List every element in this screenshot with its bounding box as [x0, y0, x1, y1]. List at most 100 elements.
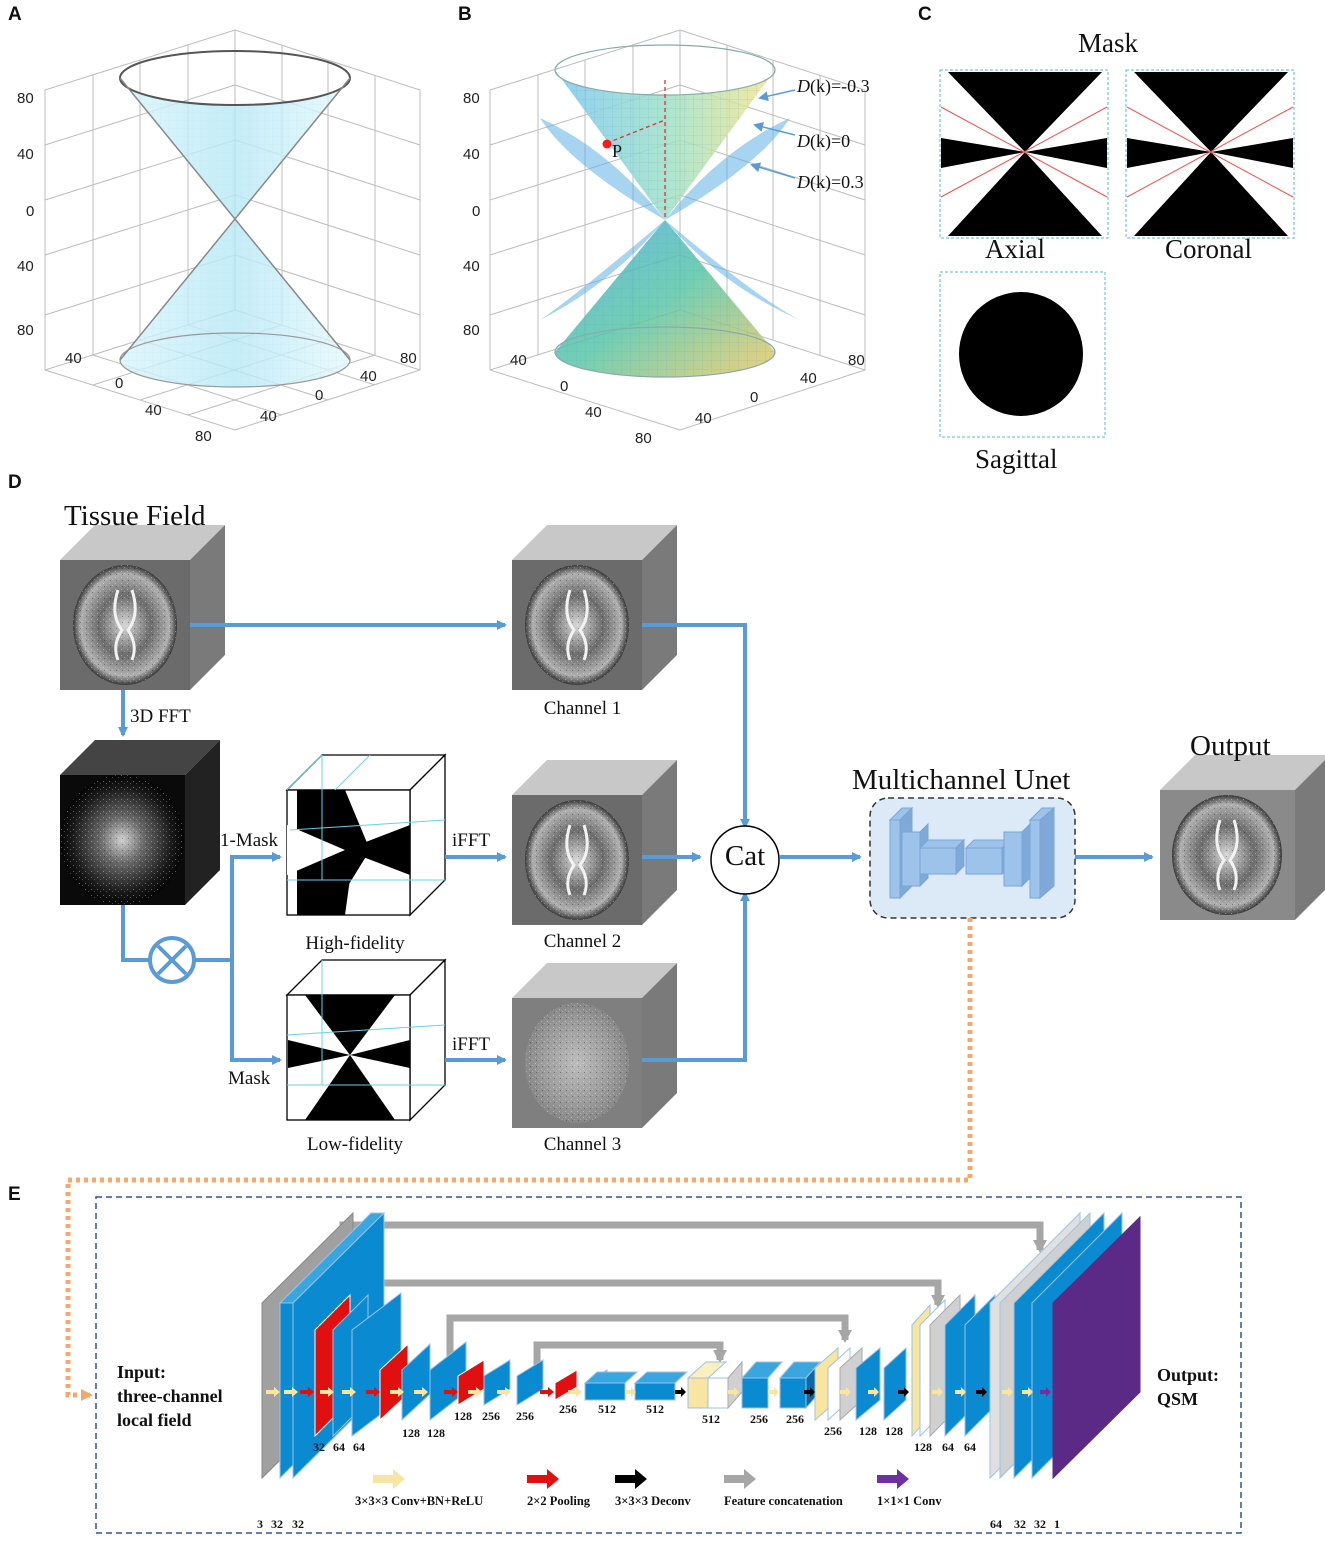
ifft-top-label: iFFT — [452, 830, 491, 851]
channel-number: 32 — [292, 1517, 304, 1531]
a-z-tick: 40 — [17, 258, 34, 275]
channel-number: 512 — [702, 1412, 720, 1426]
channel-number: 256 — [750, 1412, 768, 1426]
a-x-tick: 40 — [65, 350, 82, 367]
b-y-tick: 40 — [800, 370, 817, 387]
one-minus-mask-label: 1-Mask — [220, 830, 279, 851]
panel-b-label: B — [458, 4, 472, 25]
a-z-tick: 80 — [17, 322, 34, 339]
channel1-label: Channel 1 — [543, 698, 622, 719]
legend-conv-arrow — [373, 1469, 405, 1489]
mask-label: Mask — [228, 1068, 271, 1089]
fft-label: 3D FFT — [130, 706, 191, 727]
legend-concat-label: Feature concatenation — [724, 1494, 843, 1508]
channel-number: 64 — [353, 1440, 365, 1454]
input-line3: local field — [117, 1410, 192, 1430]
channel-number: 64 — [333, 1440, 345, 1454]
b-x-tick: 40 — [585, 404, 602, 421]
point-p-marker — [602, 139, 612, 149]
input-line2: three-channel — [117, 1386, 223, 1406]
output-line1: Output: — [1157, 1365, 1220, 1385]
dk-label-pos: D(k)=0.3 — [797, 172, 864, 192]
unet-title: Multichannel Unet — [852, 764, 1071, 796]
channel-number: 64 — [942, 1440, 954, 1454]
output-label: Output: QSM — [1157, 1363, 1219, 1411]
panel-d-label: D — [8, 472, 22, 493]
channel-number: 256 — [786, 1412, 804, 1426]
channel-number: 32 — [271, 1517, 283, 1531]
output-title: Output — [1190, 730, 1271, 762]
channel-number: 128 — [885, 1424, 903, 1438]
panel-b-plot — [489, 29, 866, 431]
legend-conv1-arrow — [877, 1469, 909, 1489]
a-x-tick: 40 — [145, 402, 162, 419]
mask-title: Mask — [1078, 28, 1138, 58]
cat-node — [710, 825, 780, 895]
b-y-tick: 0 — [750, 389, 759, 406]
a-z-tick: 0 — [26, 203, 35, 220]
b-x-tick: 0 — [560, 378, 569, 395]
axial-label: Axial — [985, 234, 1045, 264]
channel-number: 32 — [1014, 1517, 1026, 1531]
input-label: Input: three-channel local field — [117, 1360, 223, 1432]
channel-number: 32 — [1034, 1517, 1046, 1531]
channel-number: 64 — [990, 1517, 1002, 1531]
cat-label: Cat — [724, 840, 766, 872]
sagittal-label: Sagittal — [975, 444, 1058, 474]
tissue-field-title: Tissue Field — [64, 500, 206, 532]
legend-pool-arrow — [527, 1469, 559, 1489]
channel-number: 3 — [257, 1517, 263, 1531]
panel-a-label: A — [8, 4, 22, 25]
a-y-tick: 40 — [260, 408, 277, 425]
legend-deconv-label: 3×3×3 Deconv — [615, 1494, 691, 1508]
channel-number: 32 — [313, 1440, 325, 1454]
dk-label-neg: D(k)=-0.3 — [797, 76, 870, 96]
ifft-bottom-label: iFFT — [452, 1034, 491, 1055]
a-y-tick: 40 — [360, 368, 377, 385]
panel-c-label: C — [918, 4, 932, 25]
output-line2: QSM — [1157, 1389, 1199, 1409]
panel-c-masks — [939, 69, 1295, 438]
legend-conv1-label: 1×1×1 Conv — [877, 1494, 942, 1508]
channel-number: 512 — [598, 1402, 616, 1416]
decoder-blocks — [686, 1211, 1141, 1480]
coronal-label: Coronal — [1165, 234, 1252, 264]
channel3-label: Channel 3 — [543, 1134, 622, 1155]
channel2-label: Channel 2 — [543, 931, 622, 952]
panel-e-network — [95, 1196, 1242, 1534]
channel-number: 128 — [859, 1424, 877, 1438]
legend-deconv-arrow — [615, 1469, 647, 1489]
a-y-tick: 80 — [400, 350, 417, 367]
legend-pool-label: 2×2 Pooling — [527, 1494, 591, 1508]
encoder-blocks — [261, 1211, 689, 1480]
b-z-tick: 0 — [472, 203, 481, 220]
b-z-tick: 80 — [463, 90, 480, 107]
b-z-tick: 40 — [463, 258, 480, 275]
point-p-label: P — [612, 141, 623, 161]
panel-e-label: E — [8, 1184, 21, 1205]
legend-concat-arrow — [724, 1469, 756, 1489]
channel-number: 128 — [914, 1440, 932, 1454]
a-z-tick: 80 — [17, 90, 34, 107]
b-y-tick: 40 — [695, 410, 712, 427]
b-y-tick: 80 — [848, 352, 865, 369]
a-x-tick: 0 — [115, 375, 124, 392]
channel-number: 512 — [646, 1402, 664, 1416]
a-x-tick: 80 — [195, 428, 212, 445]
channel-number: 128 — [402, 1426, 420, 1440]
channel-number: 1 — [1054, 1517, 1060, 1531]
b-z-tick: 40 — [463, 146, 480, 163]
b-x-tick: 80 — [635, 430, 652, 447]
channel-number: 256 — [824, 1424, 842, 1438]
channel-number: 256 — [482, 1409, 500, 1423]
b-z-tick: 80 — [463, 322, 480, 339]
legend-conv-label: 3×3×3 Conv+BN+ReLU — [355, 1494, 484, 1508]
high-fidelity-label: High-fidelity — [305, 933, 405, 954]
low-fidelity-label: Low-fidelity — [306, 1134, 404, 1155]
inner-arrows — [266, 1387, 1051, 1397]
dk-label-zero: D(k)=0 — [797, 131, 851, 151]
channel-number: 256 — [516, 1409, 534, 1423]
channel-number: 128 — [454, 1409, 472, 1423]
panel-d-pipeline — [60, 525, 1325, 1401]
